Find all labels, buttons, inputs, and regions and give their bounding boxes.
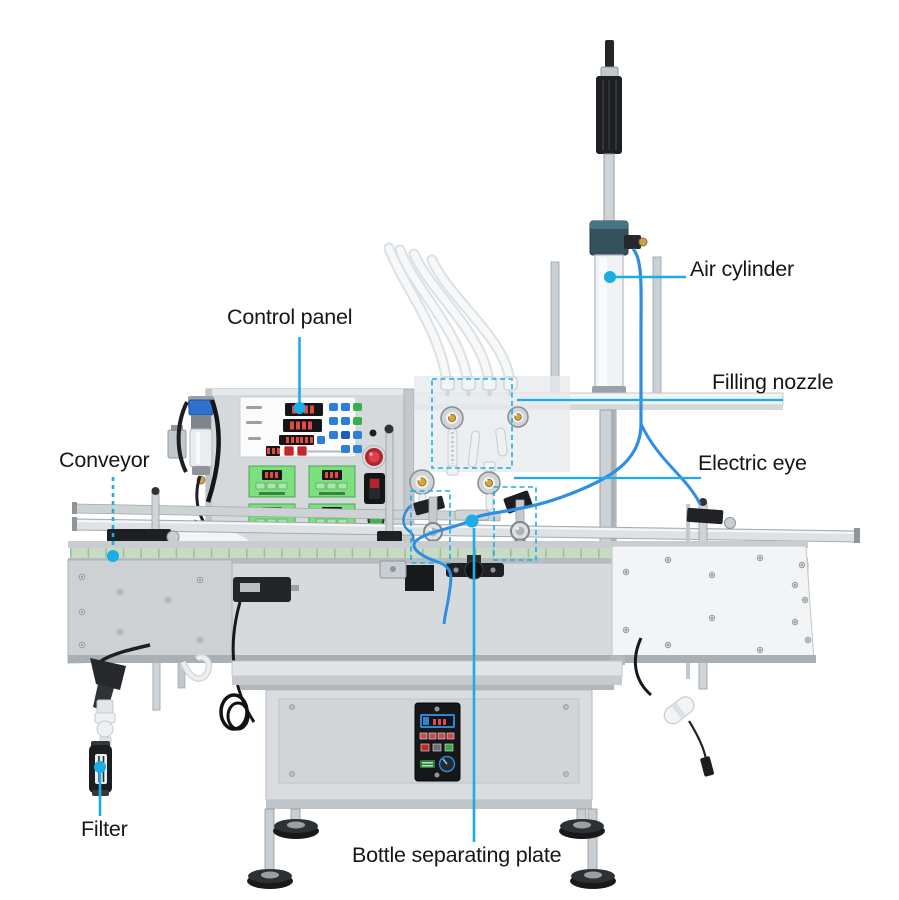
leader-lines <box>98 275 783 842</box>
reset-key[interactable] <box>296 445 308 457</box>
label-electric-eye: Electric eye <box>698 451 807 475</box>
highlight-box-electric-eye-left <box>410 490 451 564</box>
conveyor <box>67 541 816 664</box>
pneumatic-tube <box>476 247 702 519</box>
filling-nozzles <box>440 376 518 396</box>
filter-assembly <box>89 643 213 796</box>
label-filling-nozzle: Filling nozzle <box>712 370 834 394</box>
label-bottle-separating-plate: Bottle separating plate <box>352 843 562 867</box>
air-fitting <box>624 235 641 249</box>
check-valves <box>409 406 529 495</box>
panel-buttons[interactable] <box>283 403 362 457</box>
leveling-feet <box>247 808 616 889</box>
power-rocker-switch[interactable] <box>364 473 385 504</box>
label-filter: Filter <box>81 817 128 841</box>
emergency-stop-button[interactable] <box>362 445 386 469</box>
filling-head <box>402 376 570 590</box>
toggle-switch[interactable] <box>369 429 377 437</box>
air-cylinder <box>589 40 648 396</box>
bottle-guide-rails <box>72 502 860 543</box>
leader-dots <box>94 271 616 773</box>
highlight-boxes <box>410 378 537 564</box>
power-cable <box>633 637 714 777</box>
label-control-panel: Control panel <box>227 305 353 329</box>
pneumatic-tube-lower <box>412 515 478 625</box>
stop-key[interactable] <box>283 445 295 457</box>
feed-tubes <box>383 242 516 390</box>
label-conveyor: Conveyor <box>59 448 150 472</box>
vfd-controller[interactable] <box>414 702 461 782</box>
highlight-box-filling-nozzle <box>431 378 513 469</box>
base-cabinet <box>231 655 625 889</box>
highlight-box-electric-eye-right <box>493 486 537 561</box>
label-air-cylinder: Air cylinder <box>690 257 794 281</box>
